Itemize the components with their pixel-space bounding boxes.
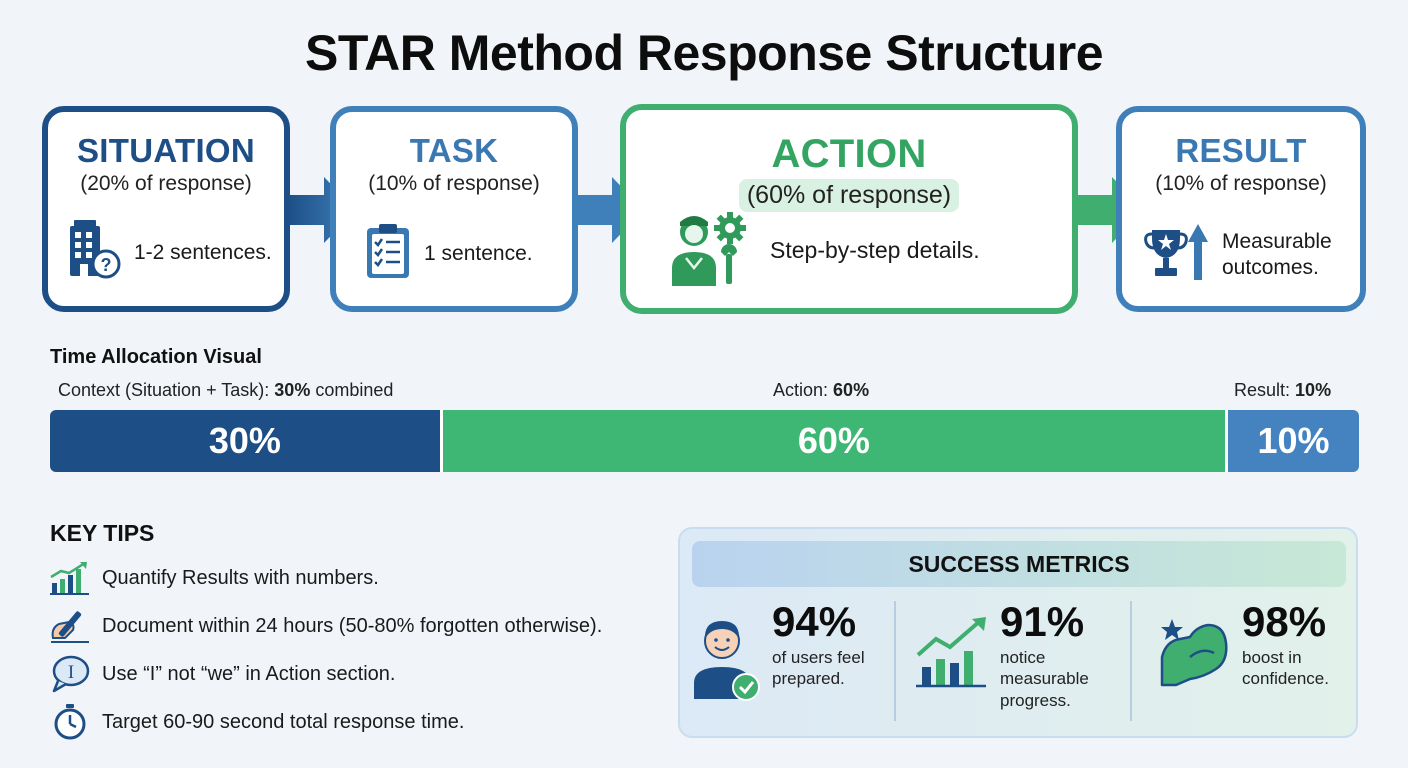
metric-caption-line: progress.	[1000, 690, 1071, 710]
action-share: (60% of response)	[738, 179, 960, 212]
metric-value: 94%	[772, 598, 857, 645]
clipboard-checklist-icon	[364, 222, 412, 285]
success-metrics-panel: SUCCESS METRICS 94% of users feel prepar…	[678, 527, 1358, 738]
bar-chart-growth-icon	[48, 560, 92, 596]
metric-item: 98% boost in confidence.	[1156, 601, 1329, 694]
page-title: STAR Method Response Structure	[304, 25, 1104, 81]
action-heading: ACTION	[771, 132, 927, 176]
allocation-bar: 30% 60% 10%	[50, 410, 1359, 472]
allocation-segment-result: 10%	[1228, 410, 1359, 472]
building-question-icon: ?	[66, 220, 122, 285]
divider	[1130, 601, 1132, 721]
tip-text: Quantify Results with numbers.	[102, 566, 379, 589]
divider	[894, 601, 896, 721]
action-label-value: 60%	[833, 380, 870, 400]
tip-text: Use “I” not “we” in Action section.	[102, 662, 396, 685]
tip-text: Document within 24 hours (50-80% forgott…	[102, 614, 603, 637]
metric-caption: notice measurable progress.	[1000, 647, 1089, 711]
metric-caption-line: of users feel	[772, 648, 865, 667]
result-label-value: 10%	[1295, 380, 1332, 400]
result-share: (10% of response)	[1155, 172, 1327, 195]
tip-item: Target 60-90 second total response time.	[48, 704, 464, 740]
allocation-segment-context: 30%	[50, 410, 443, 472]
trophy-arrow-icon	[1144, 222, 1210, 287]
context-label-prefix: Context (Situation + Task):	[58, 380, 270, 400]
result-card: RESULT (10% of response) Measurable outc…	[1116, 106, 1366, 312]
situation-desc: 1-2 sentences.	[134, 240, 272, 264]
situation-heading: SITUATION	[76, 132, 256, 169]
stopwatch-icon	[48, 704, 92, 740]
metric-caption: of users feel prepared.	[772, 647, 865, 690]
context-label-suffix: combined	[315, 380, 394, 400]
tip-item: Document within 24 hours (50-80% forgott…	[48, 608, 602, 644]
allocation-segment-action: 60%	[442, 410, 1229, 472]
context-label-value: 30%	[274, 380, 311, 400]
task-share: (10% of response)	[368, 172, 540, 195]
hand-writing-pen-icon	[48, 608, 92, 644]
tip-item: I Use “I” not “we” in Action section.	[48, 655, 396, 693]
result-label: Result: 10%	[1234, 380, 1331, 401]
task-heading: TASK	[409, 132, 499, 169]
action-card: ACTION (60% of response)	[620, 104, 1078, 314]
situation-share: (20% of response)	[80, 172, 252, 195]
metric-caption-line: boost in	[1242, 648, 1302, 667]
result-label-prefix: Result:	[1234, 380, 1291, 400]
flexed-arm-star-icon	[1156, 617, 1236, 694]
key-tips-heading: KEY TIPS	[50, 520, 155, 546]
metric-caption-line: measurable	[1000, 669, 1089, 689]
metric-item: 91% notice measurable progress.	[914, 601, 1089, 711]
action-label-prefix: Action:	[773, 380, 829, 400]
result-desc-line1: Measurable	[1222, 230, 1332, 254]
metric-caption: boost in confidence.	[1242, 647, 1329, 690]
metric-item: 94% of users feel prepared.	[690, 601, 865, 708]
result-heading: RESULT	[1175, 132, 1307, 169]
metric-caption-line: prepared.	[772, 669, 845, 689]
task-card: TASK (10% of response) 1 sentence.	[330, 106, 578, 312]
action-label: Action: 60%	[773, 380, 869, 401]
user-check-icon	[690, 611, 762, 708]
metric-caption-line: notice	[1000, 648, 1046, 667]
metric-value: 98%	[1242, 598, 1327, 645]
svg-text:I: I	[68, 662, 74, 683]
tip-text: Target 60-90 second total response time.	[102, 710, 465, 733]
situation-card: SITUATION (20% of response) ? 1-2 senten…	[42, 106, 290, 312]
worker-gear-wrench-icon	[664, 210, 748, 291]
speech-bubble-i-icon: I	[48, 655, 92, 693]
context-label: Context (Situation + Task): 30% combined	[58, 380, 393, 401]
metric-value: 91%	[1000, 598, 1085, 645]
success-metrics-heading: SUCCESS METRICS	[692, 541, 1346, 587]
result-desc-line2: outcomes.	[1222, 255, 1319, 279]
svg-text:?: ?	[101, 255, 112, 275]
result-desc: Measurable outcomes.	[1222, 229, 1332, 279]
metric-caption-line: confidence.	[1242, 669, 1329, 689]
tip-item: Quantify Results with numbers.	[48, 560, 379, 596]
task-desc: 1 sentence.	[424, 241, 533, 265]
allocation-heading: Time Allocation Visual	[50, 346, 262, 368]
chart-trend-up-icon	[914, 617, 990, 711]
action-desc: Step-by-step details.	[770, 236, 980, 263]
